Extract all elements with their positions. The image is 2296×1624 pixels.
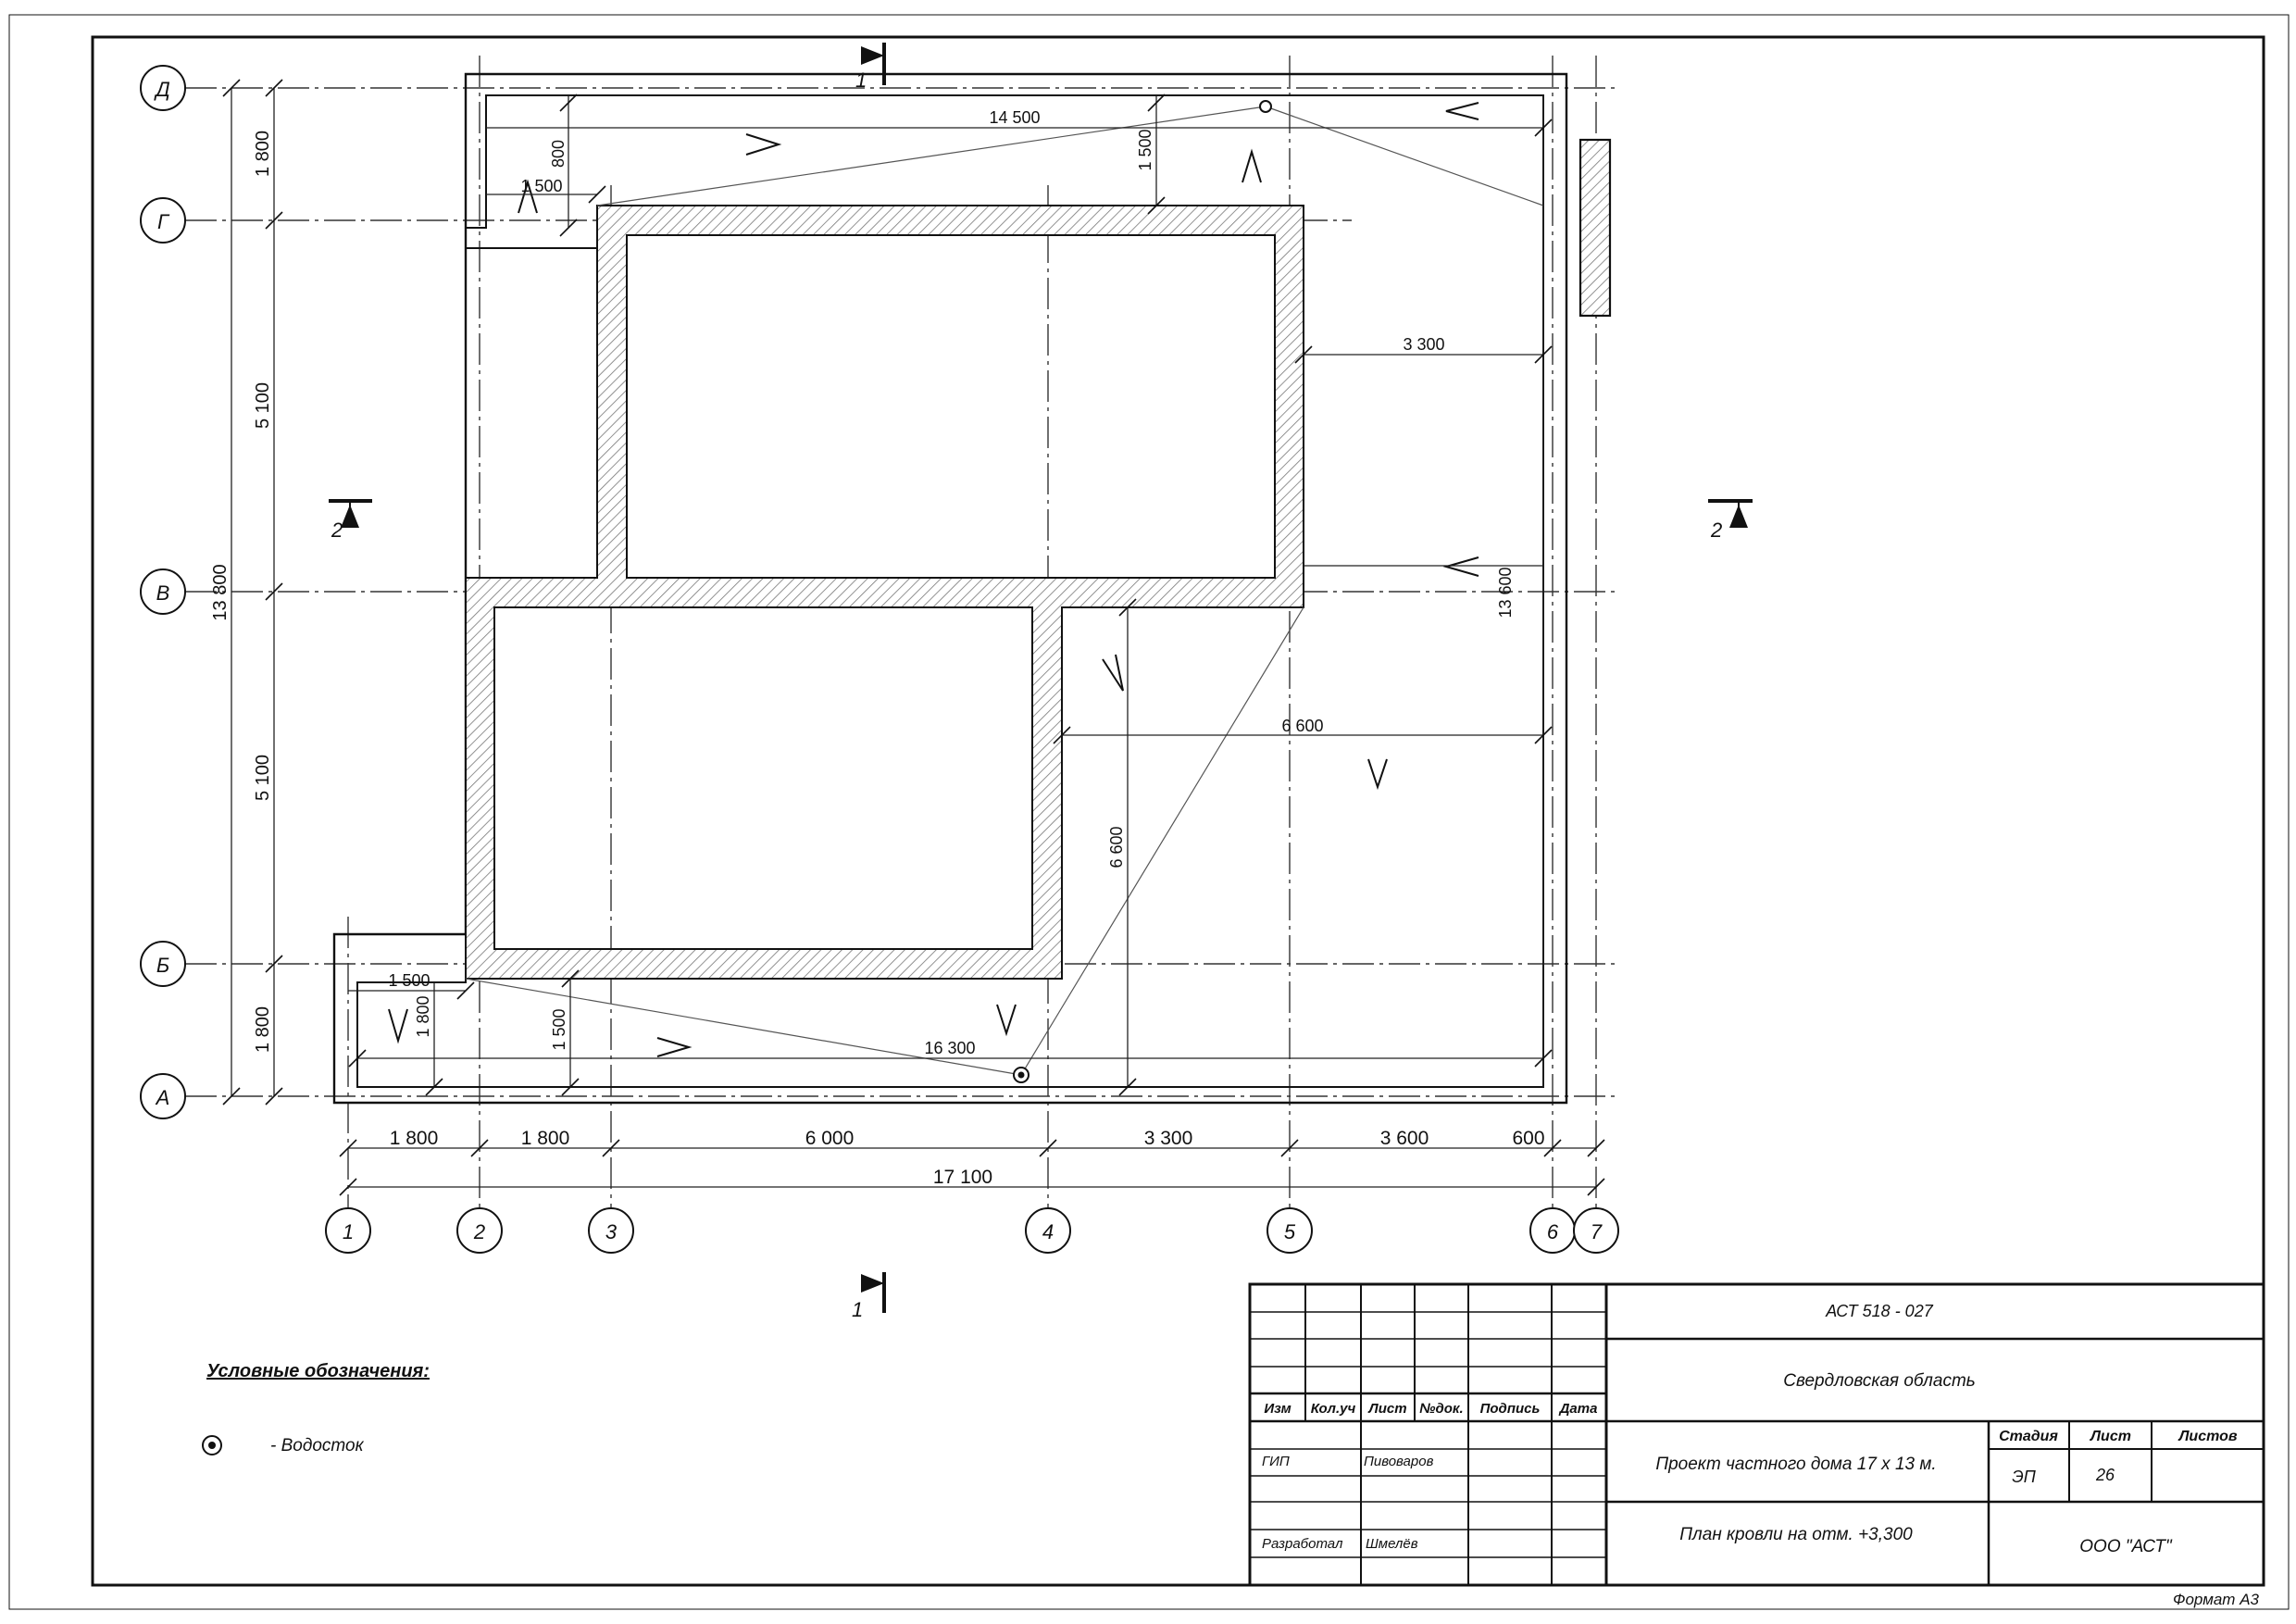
svg-text:2: 2	[331, 518, 343, 542]
svg-text:1 800: 1 800	[253, 131, 273, 177]
svg-text:1 800: 1 800	[521, 1128, 570, 1149]
sheet-outer-frame	[8, 14, 2290, 1610]
svg-text:Дата: Дата	[1558, 1401, 1598, 1417]
drain-legend-icon	[202, 1435, 222, 1455]
sheet-inner-frame	[91, 35, 2265, 1587]
svg-text:1 800: 1 800	[253, 1006, 273, 1053]
title-block-texts: Изм Кол.уч Лист №док. Подпись Дата ГИП П…	[1262, 1302, 2260, 1608]
svg-text:800: 800	[549, 140, 568, 168]
inner-dimension-texts: 14 500 800 1 500 1 500 3 300 13 600 6 60…	[388, 108, 1515, 1057]
ridge-lines	[465, 106, 1544, 1076]
svg-text:1: 1	[852, 1298, 863, 1321]
axis-label-3: 3	[605, 1220, 618, 1243]
company-name: ООО "АСТ"	[2079, 1537, 2173, 1556]
svg-text:Лист: Лист	[2090, 1429, 2131, 1444]
drain-icon-top	[1259, 100, 1272, 113]
svg-text:Листов: Листов	[2177, 1429, 2237, 1444]
svg-text:6 600: 6 600	[1281, 717, 1323, 735]
svg-text:1 800: 1 800	[414, 995, 432, 1037]
document-code: АСТ 518 - 027	[1825, 1302, 1933, 1320]
svg-text:2: 2	[1710, 518, 1722, 542]
axis-label-2: 2	[473, 1220, 485, 1243]
slope-arrows	[388, 102, 1479, 1057]
svg-text:3 300: 3 300	[1403, 335, 1444, 354]
svg-text:Изм: Изм	[1264, 1401, 1291, 1417]
section-mark-1-top: 1	[855, 43, 886, 92]
left-dimension-chain	[222, 79, 283, 1106]
svg-text:3 300: 3 300	[1144, 1128, 1193, 1149]
axis-label-b: Б	[156, 954, 169, 977]
section-mark-2-right: 2	[1708, 499, 1753, 542]
section-mark-2-left: 2	[329, 499, 372, 542]
svg-text:1 500: 1 500	[1136, 129, 1154, 170]
axis-label-4: 4	[1042, 1220, 1054, 1243]
axis-label-d: Д	[153, 78, 170, 101]
axis-bubbles-letters: Д Г В Б А	[140, 65, 186, 1119]
svg-text:Кол.уч: Кол.уч	[1311, 1401, 1356, 1417]
svg-text:ГИП: ГИП	[1262, 1454, 1290, 1469]
svg-text:Разработал: Разработал	[1262, 1536, 1343, 1552]
inner-dimension-lines	[348, 95, 1544, 1087]
svg-text:1 800: 1 800	[390, 1128, 439, 1149]
svg-text:14 500: 14 500	[989, 108, 1040, 127]
svg-text:17 100: 17 100	[933, 1167, 992, 1188]
axis-bubbles-numbers: 1 2 3 4 5 6 7	[325, 1207, 1619, 1254]
svg-text:Подпись: Подпись	[1480, 1401, 1541, 1417]
legend-drain-label: - Водосток	[270, 1436, 365, 1455]
legend: Условные обозначения: - Водосток	[202, 1361, 430, 1455]
section-mark-1-bottom: 1	[852, 1272, 886, 1321]
svg-text:Шмелёв: Шмелёв	[1366, 1536, 1418, 1552]
sheet-number: 26	[2095, 1466, 2115, 1484]
sheet-title: План кровли на отм. +3,300	[1679, 1525, 1913, 1544]
bottom-dimension-texts: 1 800 1 800 6 000 3 300 3 600 600 17 100	[390, 1128, 1545, 1188]
wall-hatched	[465, 205, 1304, 980]
svg-text:1 500: 1 500	[388, 971, 430, 990]
svg-text:5 100: 5 100	[253, 382, 273, 429]
svg-text:6 000: 6 000	[805, 1128, 855, 1149]
svg-text:1 500: 1 500	[520, 177, 562, 195]
svg-text:13 800: 13 800	[210, 564, 231, 620]
right-side-element	[1578, 138, 1612, 318]
format-label: Формат А3	[2173, 1591, 2260, 1608]
axis-label-5: 5	[1284, 1220, 1296, 1243]
svg-text:600: 600	[1512, 1128, 1544, 1149]
svg-text:Пивоваров: Пивоваров	[1364, 1454, 1434, 1469]
svg-text:1 500: 1 500	[550, 1008, 568, 1050]
bottom-dimension-chain	[339, 1139, 1605, 1196]
left-dimension-texts: 1 800 5 100 5 100 1 800 13 800	[210, 131, 273, 1053]
region-label: Свердловская область	[1783, 1371, 1976, 1391]
svg-text:5 100: 5 100	[253, 755, 273, 801]
axis-label-6: 6	[1547, 1220, 1559, 1243]
axis-label-g: Г	[157, 210, 170, 233]
svg-text:Лист: Лист	[1367, 1401, 1406, 1417]
svg-text:1: 1	[855, 69, 867, 92]
project-label: Проект частного дома 17 х 13 м.	[1655, 1455, 1936, 1474]
svg-text:3 600: 3 600	[1380, 1128, 1429, 1149]
axis-label-1: 1	[343, 1220, 354, 1243]
svg-text:Стадия: Стадия	[1999, 1429, 2058, 1444]
title-block	[1248, 1282, 2265, 1587]
legend-title: Условные обозначения:	[206, 1361, 430, 1381]
axis-label-v: В	[156, 581, 170, 605]
svg-text:№док.: №док.	[1419, 1401, 1463, 1417]
drain-icon-bottom	[1013, 1067, 1029, 1083]
svg-text:16 300: 16 300	[924, 1039, 975, 1057]
axis-label-a: А	[155, 1086, 170, 1109]
axis-label-7: 7	[1591, 1220, 1603, 1243]
stage-value: ЭП	[2012, 1468, 2036, 1486]
svg-text:6 600: 6 600	[1107, 826, 1126, 868]
svg-text:13 600: 13 600	[1496, 567, 1515, 618]
